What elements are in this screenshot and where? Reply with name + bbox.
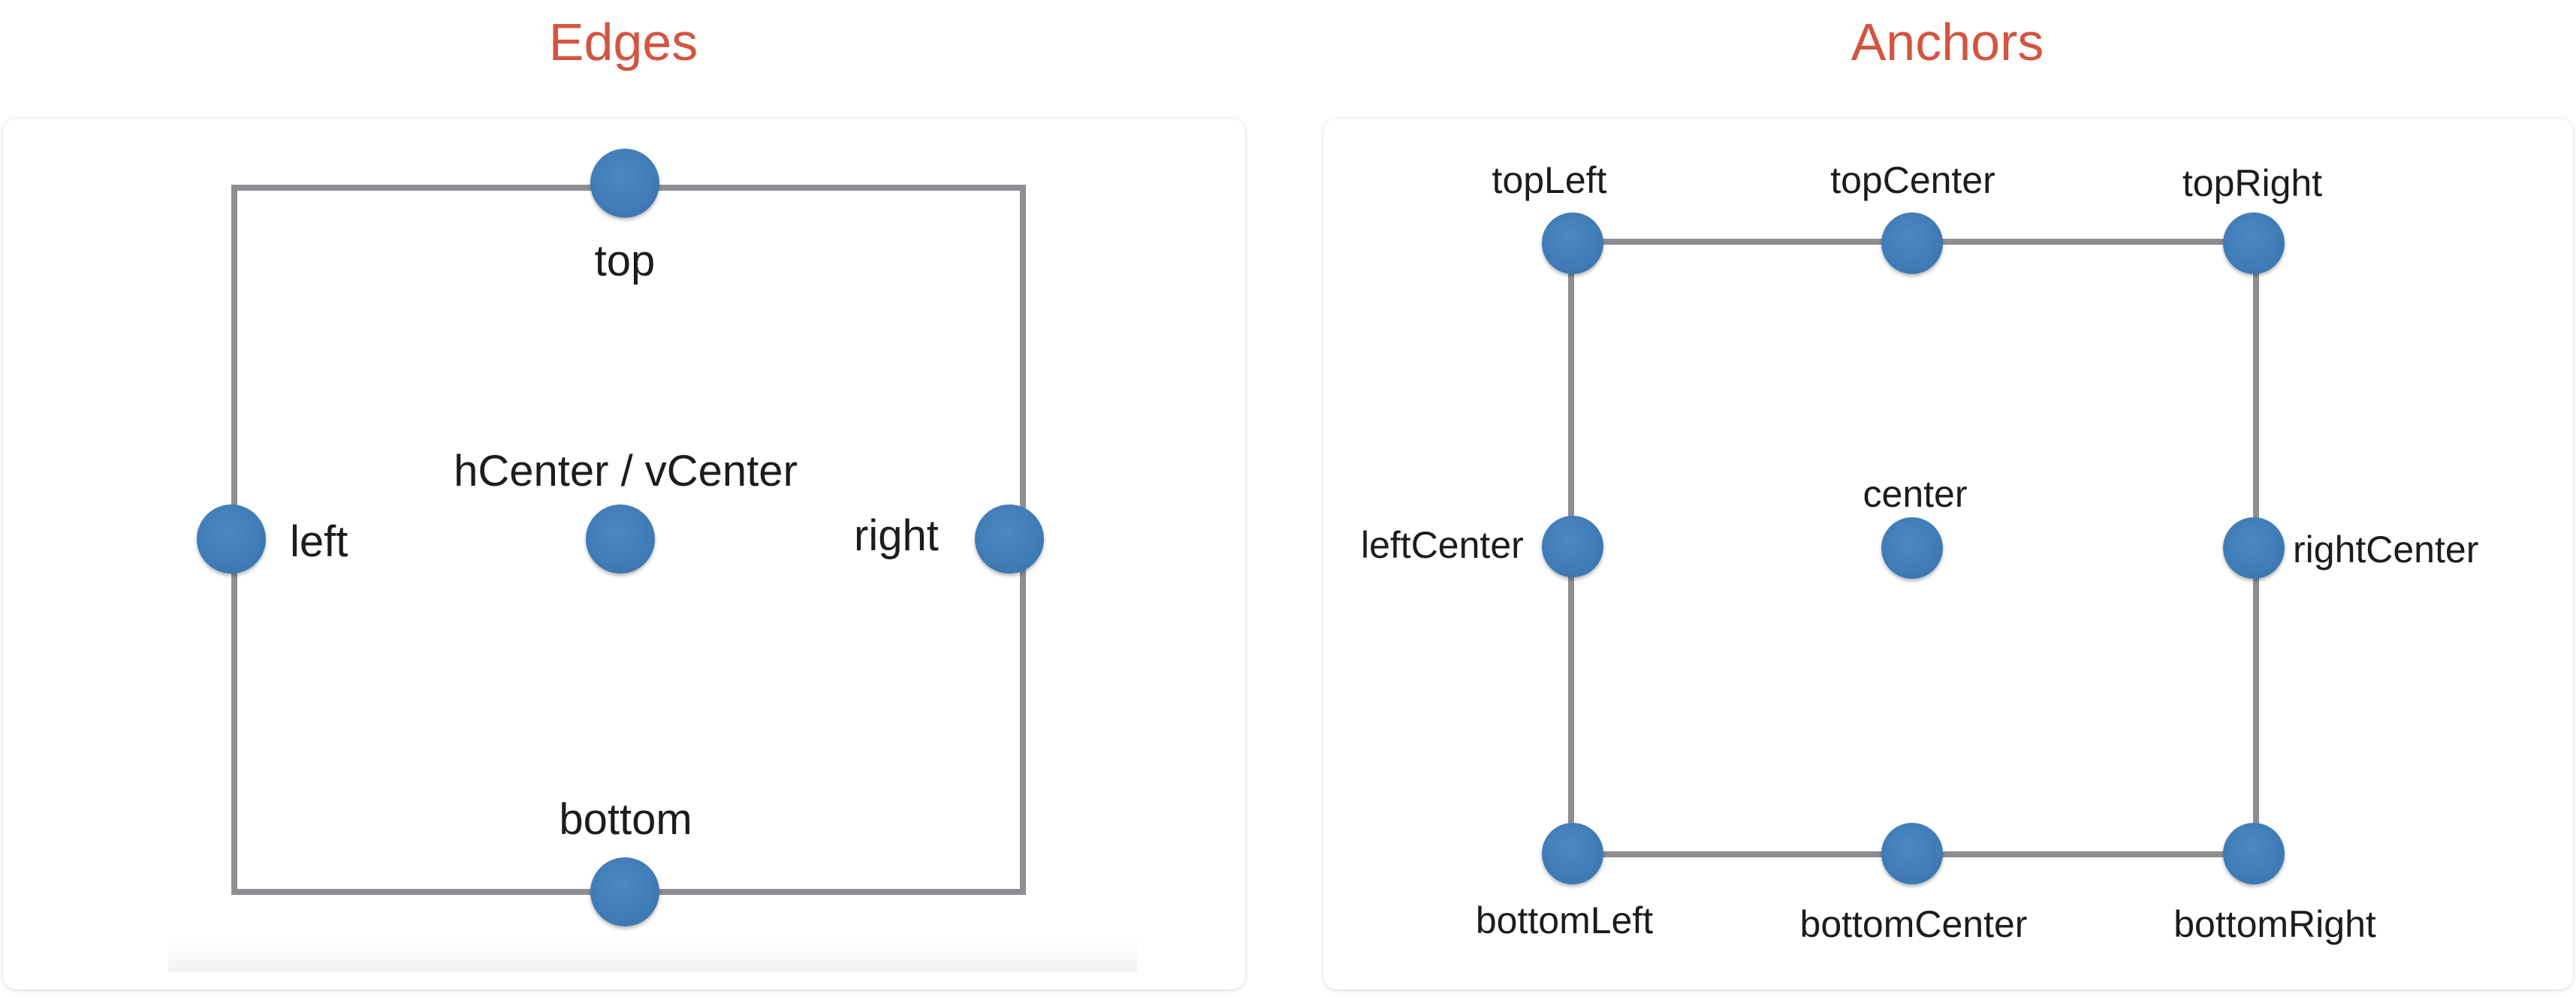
anchor-bottomLeft-label: bottomLeft — [1475, 899, 1654, 941]
anchor-topLeft-label: topLeft — [1492, 159, 1607, 201]
anchor-bottomLeft-handle[interactable] — [1542, 823, 1603, 884]
anchor-topLeft-handle[interactable] — [1542, 212, 1603, 274]
anchor-leftCenter-label: leftCenter — [1361, 524, 1524, 566]
edge-bottom-label: bottom — [559, 795, 692, 844]
edge-right-handle[interactable] — [975, 505, 1044, 574]
edges-panel-shadow — [168, 934, 1137, 971]
anchor-topCenter-label: topCenter — [1830, 159, 1995, 201]
anchor-leftCenter-handle[interactable] — [1542, 516, 1603, 577]
anchor-center-label: center — [1863, 473, 1968, 515]
edge-top-label: top — [594, 236, 656, 285]
anchors-panel — [1323, 119, 2573, 989]
edge-right-label: right — [854, 511, 939, 560]
anchor-bottomCenter-label: bottomCenter — [1799, 903, 2028, 945]
anchor-topCenter-handle[interactable] — [1881, 212, 1943, 274]
anchor-rightCenter-handle[interactable] — [2223, 517, 2285, 579]
edge-center-handle[interactable] — [586, 505, 655, 574]
anchor-topRight-label: topRight — [2182, 162, 2323, 204]
edge-top-handle[interactable] — [590, 149, 659, 218]
anchor-center-handle[interactable] — [1881, 517, 1943, 579]
anchor-bottomRight-handle[interactable] — [2223, 823, 2285, 884]
edge-bottom-handle[interactable] — [590, 857, 659, 926]
edge-left-label: left — [290, 517, 348, 566]
anchor-bottomCenter-handle[interactable] — [1881, 823, 1943, 884]
anchor-bottomRight-label: bottomRight — [2173, 903, 2376, 945]
anchor-rightCenter-label: rightCenter — [2293, 529, 2479, 571]
edge-left-handle[interactable] — [197, 505, 266, 574]
edges-title: Edges — [548, 13, 698, 71]
anchors-title: Anchors — [1851, 13, 2044, 71]
anchor-topRight-handle[interactable] — [2223, 212, 2285, 274]
edge-center-label: hCenter / vCenter — [454, 447, 798, 495]
